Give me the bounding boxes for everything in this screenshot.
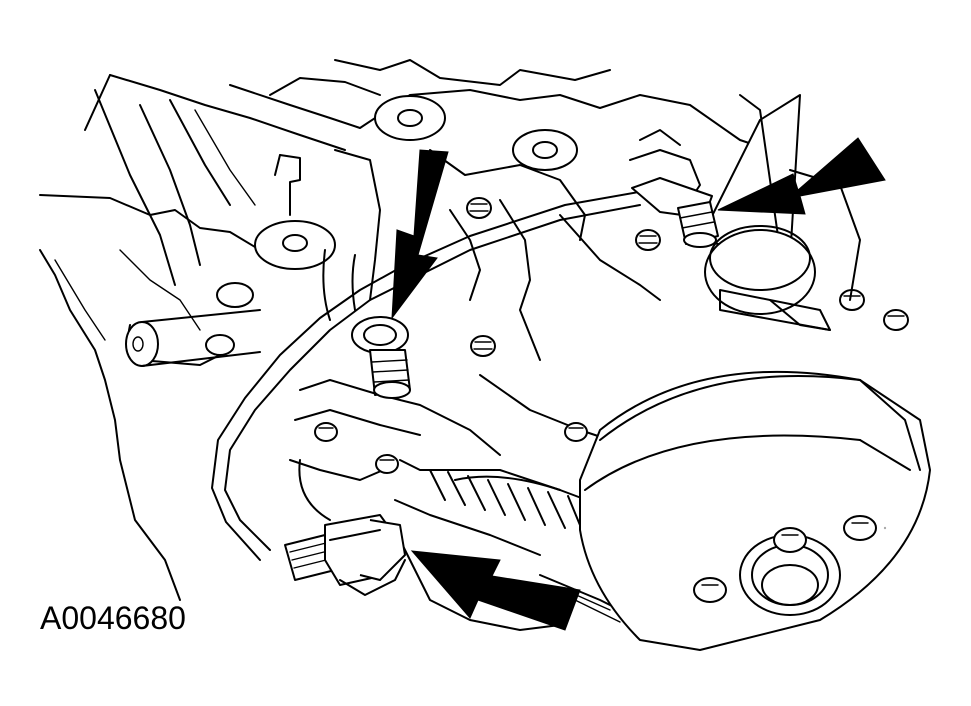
bolt-6 [564, 422, 588, 442]
coolant-pipe [699, 94, 861, 331]
arrow-upper-left-connector [391, 149, 449, 320]
bolt-4 [314, 422, 338, 442]
connector-upper-left [351, 316, 411, 399]
bolt-5 [375, 454, 399, 474]
arrow-upper-right-connector [717, 137, 886, 215]
connector-upper-right [631, 177, 719, 248]
bolts [314, 197, 909, 474]
bolt-3 [470, 335, 496, 357]
engine-block-outline [39, 59, 771, 601]
bolt-8 [883, 309, 909, 331]
bolt-2 [635, 229, 661, 251]
arrow-lower-connector [410, 550, 581, 631]
figure-id-label: A0046680 [40, 600, 186, 636]
port-boss [125, 321, 159, 367]
transmission-housing [289, 149, 661, 631]
bolt-7 [839, 289, 865, 311]
bolt-1 [466, 197, 492, 219]
connector-lower [284, 514, 406, 596]
pump-pulley [579, 370, 931, 651]
